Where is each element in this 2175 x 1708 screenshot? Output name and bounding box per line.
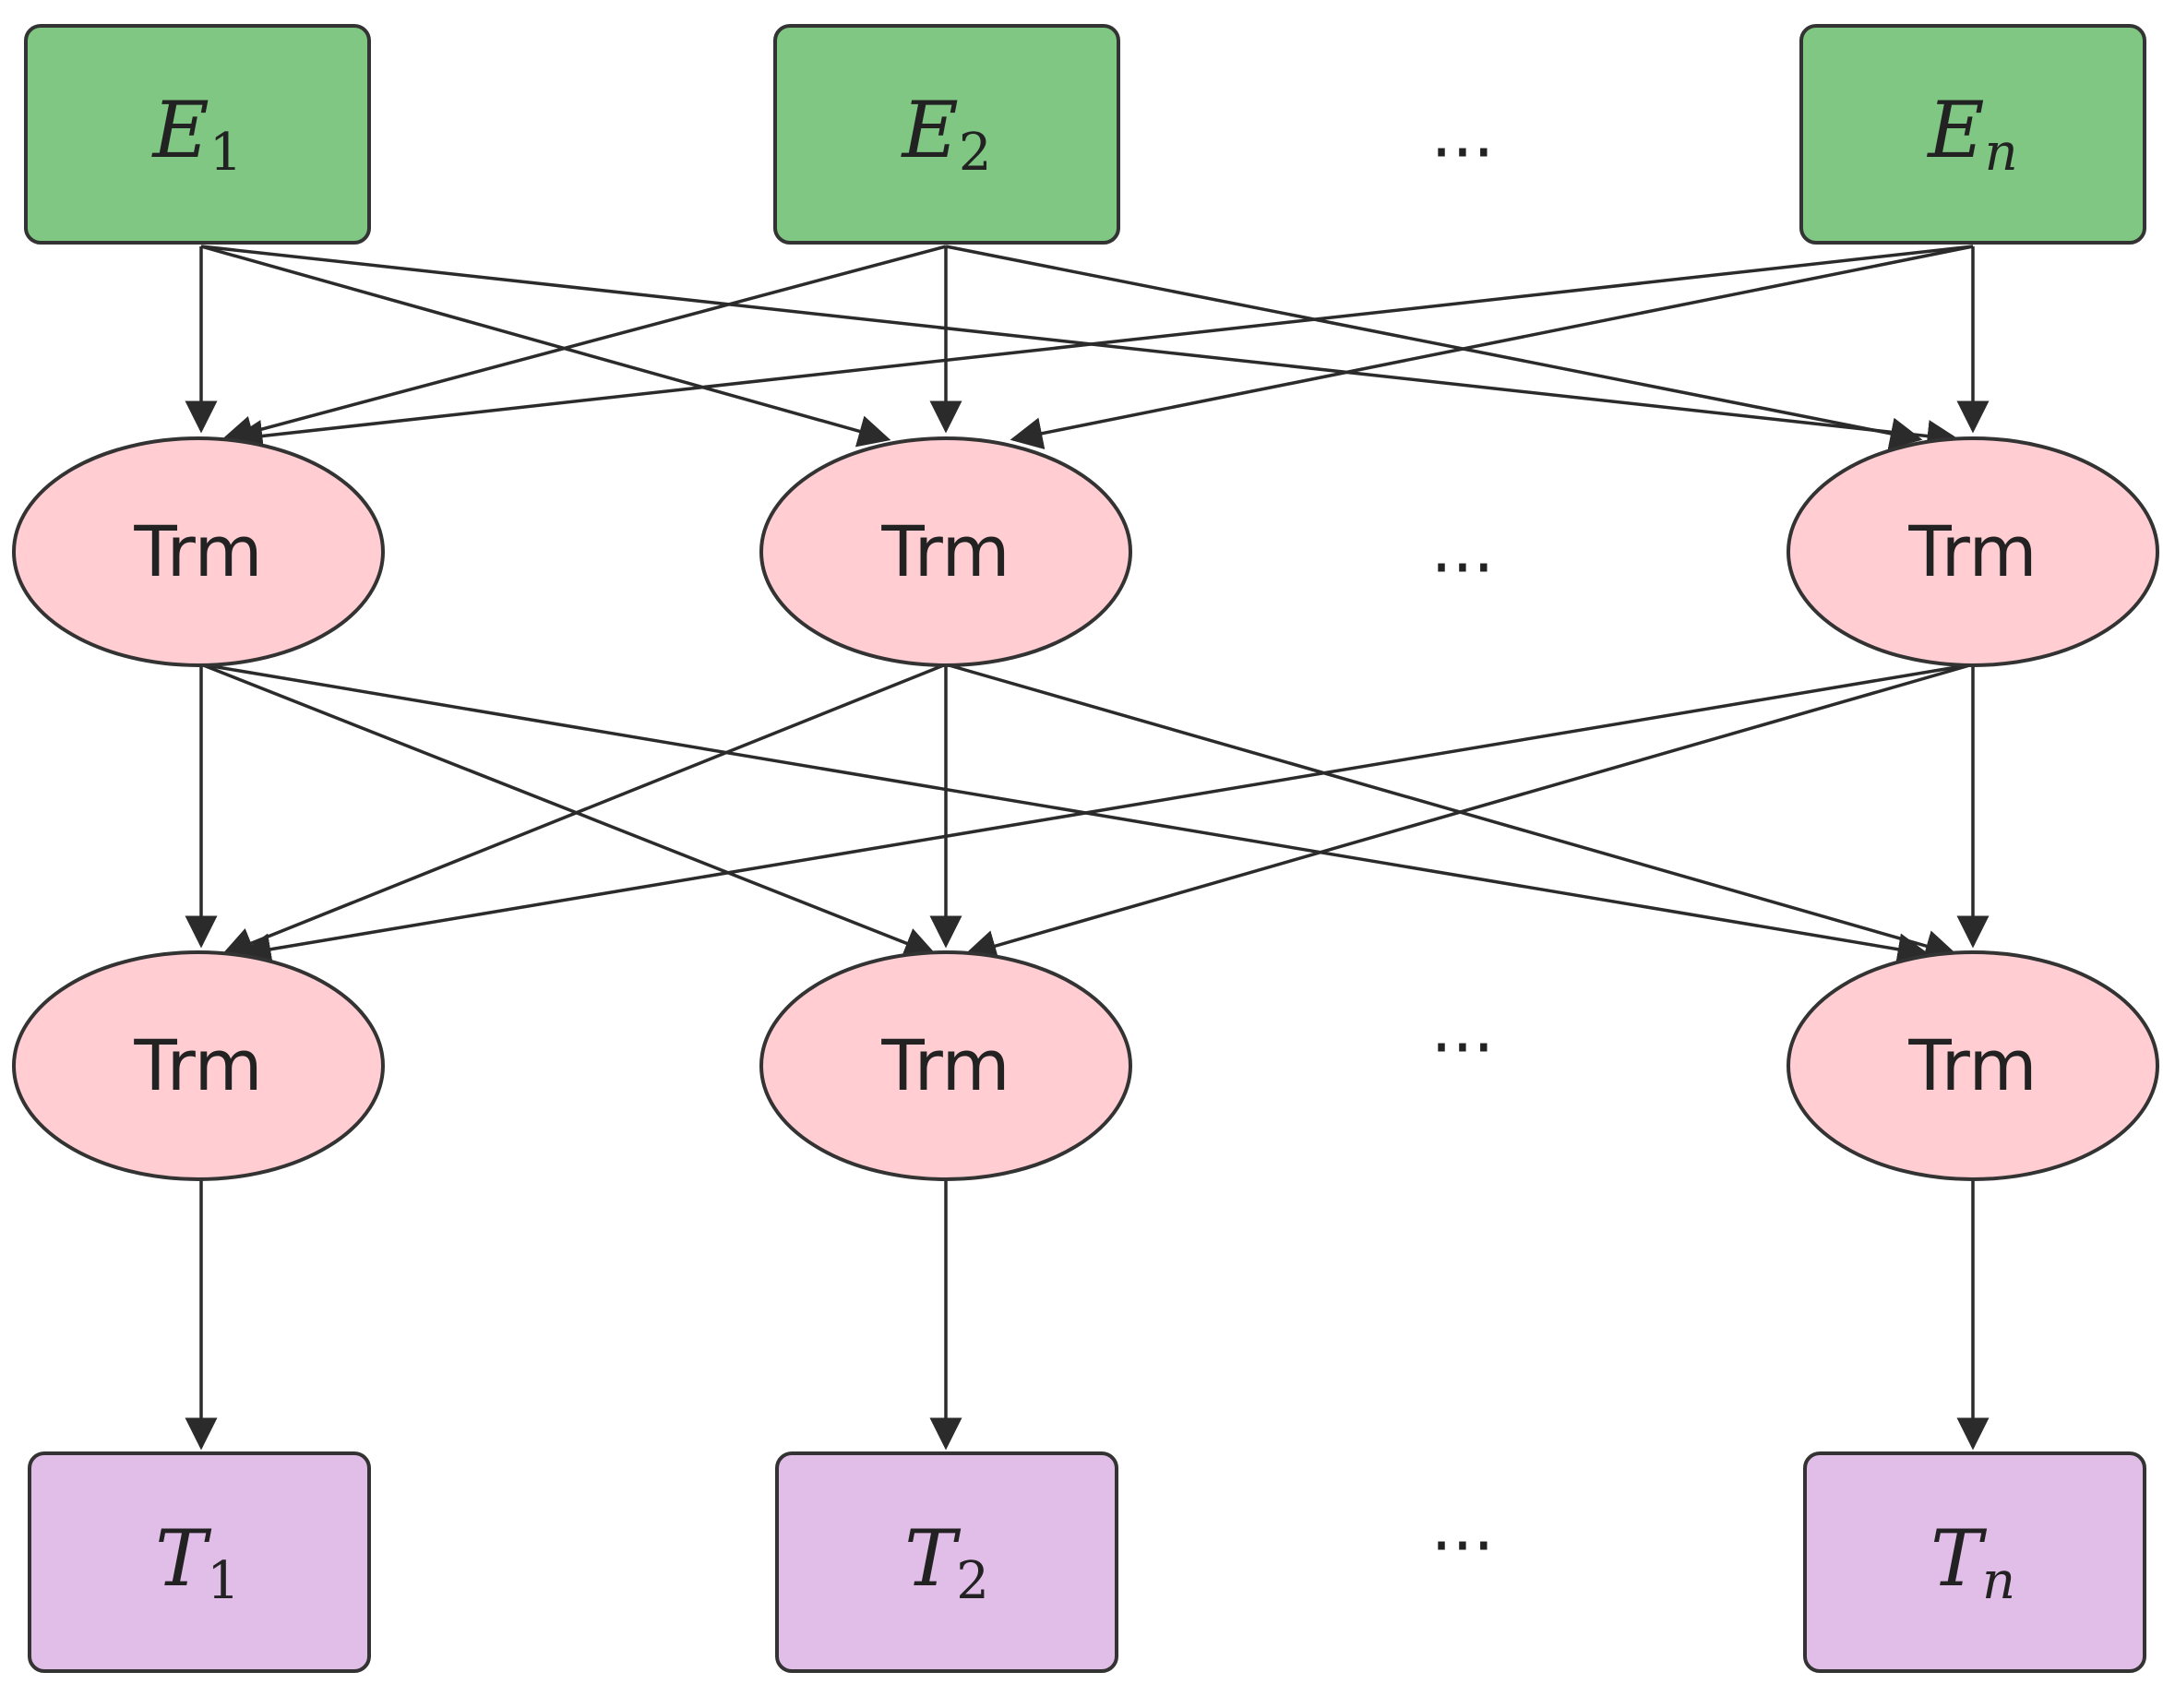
transformer-layer-2: Trm Trm ··· Trm bbox=[12, 950, 2159, 1181]
svg-text:T2: T2 bbox=[904, 1513, 989, 1611]
svg-text:T1: T1 bbox=[155, 1513, 240, 1611]
input-embedding-e2: E2 bbox=[773, 24, 1120, 245]
trm-layer1-node-2-label: Trm bbox=[880, 510, 1010, 592]
output-t1-label: T bbox=[155, 1513, 212, 1604]
output-t2-label: T bbox=[904, 1513, 962, 1604]
embedding-en-label: E bbox=[1926, 85, 1984, 175]
input-embedding-e1: E1 bbox=[24, 24, 371, 245]
trm-layer1-node-1-label: Trm bbox=[133, 510, 262, 592]
input-embeddings-row: E1 E2 ··· En bbox=[24, 24, 2146, 245]
input-embedding-en: En bbox=[1799, 24, 2146, 245]
edge-e2-trm1c bbox=[945, 245, 1923, 450]
embedding-e1-subscript: 1 bbox=[209, 123, 243, 183]
edge-e2-trm1a bbox=[221, 245, 947, 448]
edge-trm1b-trm2a bbox=[221, 663, 947, 959]
trm-layer2-node-n: Trm bbox=[1787, 950, 2159, 1181]
edge-trm1c-trm2a bbox=[238, 663, 1974, 966]
trm-layer2-node-1-label: Trm bbox=[133, 1024, 262, 1106]
edge-trm1a-trm2c bbox=[200, 663, 1930, 966]
output-tokens-row: T1 T2 ··· Tn bbox=[28, 1451, 2146, 1673]
edge-trm1c-trm2b bbox=[963, 663, 1974, 962]
transformer-layer-1: Trm Trm ··· Trm bbox=[12, 436, 2159, 667]
embedding-e2-label: E bbox=[901, 85, 959, 175]
edge-trm1b-trm2c bbox=[945, 663, 1958, 962]
svg-text:E1: E1 bbox=[151, 85, 243, 183]
trm-layer1-node-1: Trm bbox=[12, 436, 385, 667]
trm-layer1-node-2: Trm bbox=[759, 436, 1132, 667]
output-t2-subscript: 2 bbox=[956, 1551, 989, 1611]
trm-layer2-node-2-label: Trm bbox=[880, 1024, 1010, 1106]
output-tn-subscript: n bbox=[1982, 1551, 2015, 1611]
embedding-e2-subscript: 2 bbox=[959, 123, 992, 183]
output-token-tn: Tn bbox=[1803, 1451, 2146, 1673]
embedding-en-subscript: n bbox=[1985, 123, 2018, 183]
layer2-ellipsis: ··· bbox=[1431, 1009, 1495, 1086]
trm-layer2-node-n-label: Trm bbox=[1907, 1024, 2037, 1106]
output-t1-subscript: 1 bbox=[207, 1551, 240, 1611]
trm-layer2-node-1: Trm bbox=[12, 950, 385, 1181]
svg-text:Tn: Tn bbox=[1930, 1513, 2015, 1611]
svg-text:E2: E2 bbox=[901, 85, 992, 183]
output-tn-label: T bbox=[1930, 1513, 1988, 1604]
svg-text:En: En bbox=[1926, 85, 2017, 183]
input-ellipsis: ··· bbox=[1431, 113, 1495, 191]
edge-e1-trm1c bbox=[200, 245, 1960, 452]
edge-en-trm1a bbox=[230, 245, 1974, 452]
output-ellipsis: ··· bbox=[1431, 1507, 1495, 1584]
embedding-e1-label: E bbox=[151, 85, 209, 175]
trm-layer1-node-n-label: Trm bbox=[1907, 510, 2037, 592]
trm-layer1-node-n: Trm bbox=[1787, 436, 2159, 667]
output-token-t1: T1 bbox=[28, 1451, 371, 1673]
edge-e1-trm1b bbox=[200, 245, 891, 448]
edge-en-trm1b bbox=[1010, 245, 1974, 449]
layer1-ellipsis: ··· bbox=[1431, 529, 1495, 606]
edges bbox=[185, 245, 1990, 1451]
trm-layer2-node-2: Trm bbox=[759, 950, 1132, 1181]
edge-trm1a-trm2b bbox=[200, 663, 938, 959]
output-token-t2: T2 bbox=[775, 1451, 1118, 1673]
